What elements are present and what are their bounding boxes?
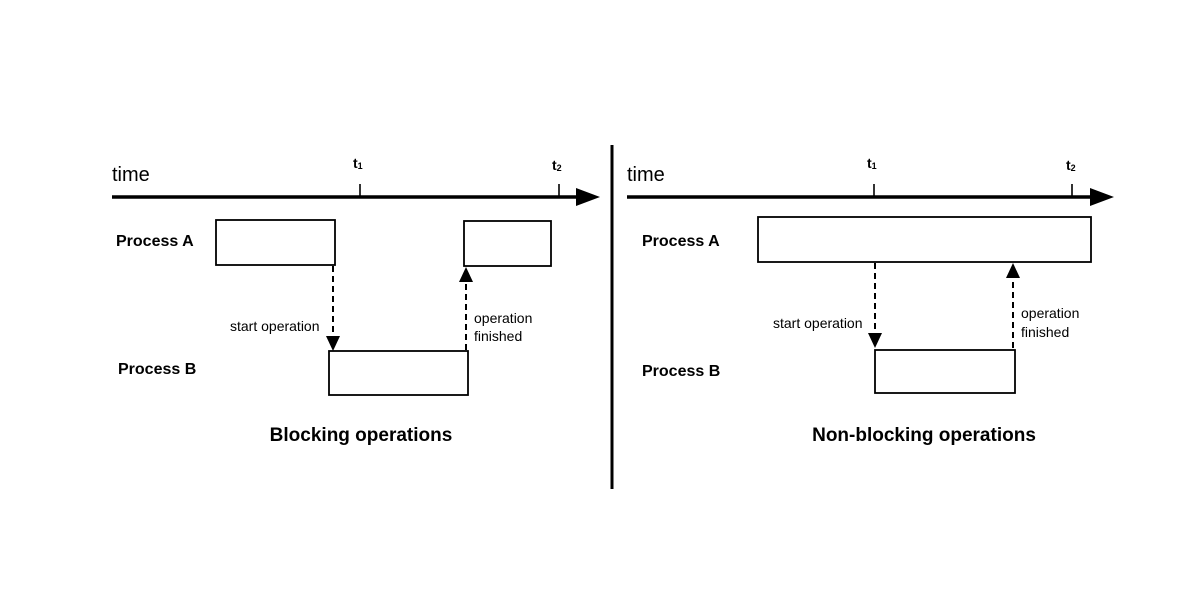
left-process-a-box-1	[215, 219, 336, 266]
right-process-a-box	[757, 216, 1092, 263]
left-start-arrowhead	[326, 336, 340, 351]
right-finished-label-line1: operation	[1021, 305, 1079, 321]
left-t2-label: t2	[552, 157, 562, 173]
left-start-operation-label: start operation	[230, 318, 320, 334]
right-t1-label: t1	[867, 155, 877, 171]
right-axis-arrowhead	[1090, 188, 1114, 206]
left-finished-label-line1: operation	[474, 310, 532, 326]
left-finished-label-line2: finished	[474, 328, 522, 344]
non-blocking-panel: time t1 t2 Process A Process B start ope…	[627, 155, 1114, 446]
right-time-label: time	[627, 164, 665, 186]
left-panel-title: Blocking operations	[270, 425, 453, 446]
right-process-b-box	[874, 349, 1016, 394]
left-process-a-box-2	[463, 220, 552, 267]
left-t1-label: t1	[353, 155, 363, 171]
left-time-label: time	[112, 164, 150, 186]
right-panel-title: Non-blocking operations	[812, 425, 1036, 446]
right-finished-label-line2: finished	[1021, 324, 1069, 340]
right-t2-label: t2	[1066, 157, 1076, 173]
left-process-a-label: Process A	[116, 233, 194, 250]
left-finished-arrowhead	[459, 267, 473, 282]
left-process-b-label: Process B	[118, 361, 196, 378]
right-finished-arrowhead	[1006, 263, 1020, 278]
right-process-b-label: Process B	[642, 363, 720, 380]
right-process-a-label: Process A	[642, 233, 720, 250]
right-start-operation-label: start operation	[773, 315, 863, 331]
blocking-panel: time t1 t2 Process A Process B start ope…	[112, 155, 600, 446]
right-start-arrowhead	[868, 333, 882, 348]
left-axis-arrowhead	[576, 188, 600, 206]
left-process-b-box	[328, 350, 469, 396]
